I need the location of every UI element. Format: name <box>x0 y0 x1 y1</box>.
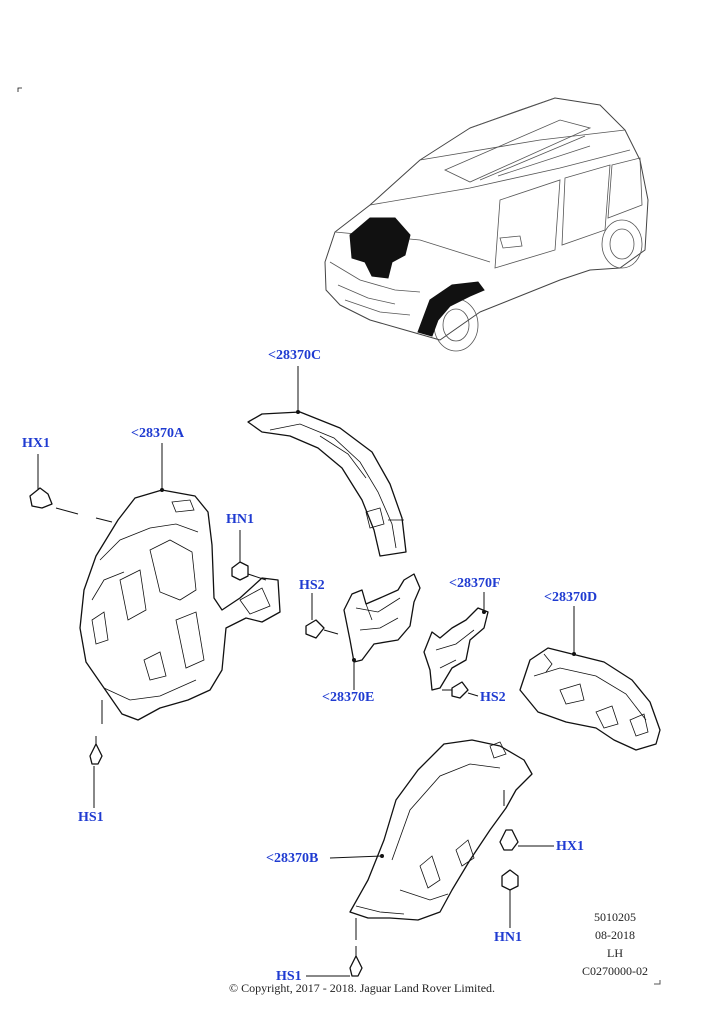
highlighted-front-liner-lower <box>417 281 485 337</box>
part-28370C <box>247 411 407 557</box>
hs2-screw-left <box>305 619 325 639</box>
leader-lines <box>37 366 576 977</box>
callout-28370A[interactable]: <28370A <box>131 426 185 441</box>
hs2-screw-right <box>451 681 469 699</box>
callout-hn1-bottom[interactable]: HN1 <box>494 930 522 945</box>
callout-28370C[interactable]: <28370C <box>268 348 322 363</box>
hx1-clip-bottom <box>499 829 519 851</box>
diagram-date: 08-2018 <box>595 928 635 942</box>
highlighted-front-liner-upper <box>349 217 411 279</box>
callout-28370B[interactable]: <28370B <box>266 851 319 866</box>
callout-28370D[interactable]: <28370D <box>544 590 598 605</box>
callout-hs1-left[interactable]: HS1 <box>78 810 104 825</box>
diagram-ref: C0270000-02 <box>582 964 648 978</box>
hn1-nut-bottom <box>501 869 519 891</box>
hn1-nut-top <box>231 561 249 581</box>
part-28370F <box>423 607 489 691</box>
corner-mark <box>17 87 22 92</box>
callout-hs2-left[interactable]: HS2 <box>299 578 325 593</box>
callout-hs1-bottom[interactable]: HS1 <box>276 969 302 984</box>
fasteners <box>29 487 519 977</box>
corner-mark-bottom <box>654 980 661 985</box>
copyright-notice: © Copyright, 2017 - 2018. Jaguar Land Ro… <box>228 981 496 995</box>
callout-hx1-bottom[interactable]: HX1 <box>556 839 584 854</box>
part-28370E <box>343 573 421 663</box>
part-28370D <box>519 647 661 751</box>
callout-28370E[interactable]: <28370E <box>322 690 375 705</box>
callout-28370F[interactable]: <28370F <box>449 576 501 591</box>
part-28370A <box>79 489 281 721</box>
hx1-clip-top <box>29 487 53 509</box>
callout-hx1-top[interactable]: HX1 <box>22 436 50 451</box>
diagram-side: LH <box>607 946 623 960</box>
hs1-screw-bottom <box>349 955 363 977</box>
hs1-screw-left <box>89 743 103 765</box>
callout-hs2-right[interactable]: HS2 <box>480 690 506 705</box>
callout-hn1-top[interactable]: HN1 <box>226 512 254 527</box>
vehicle-illustration <box>324 97 649 352</box>
part-28370B <box>349 739 533 921</box>
diagram-code: 5010205 <box>594 910 636 924</box>
